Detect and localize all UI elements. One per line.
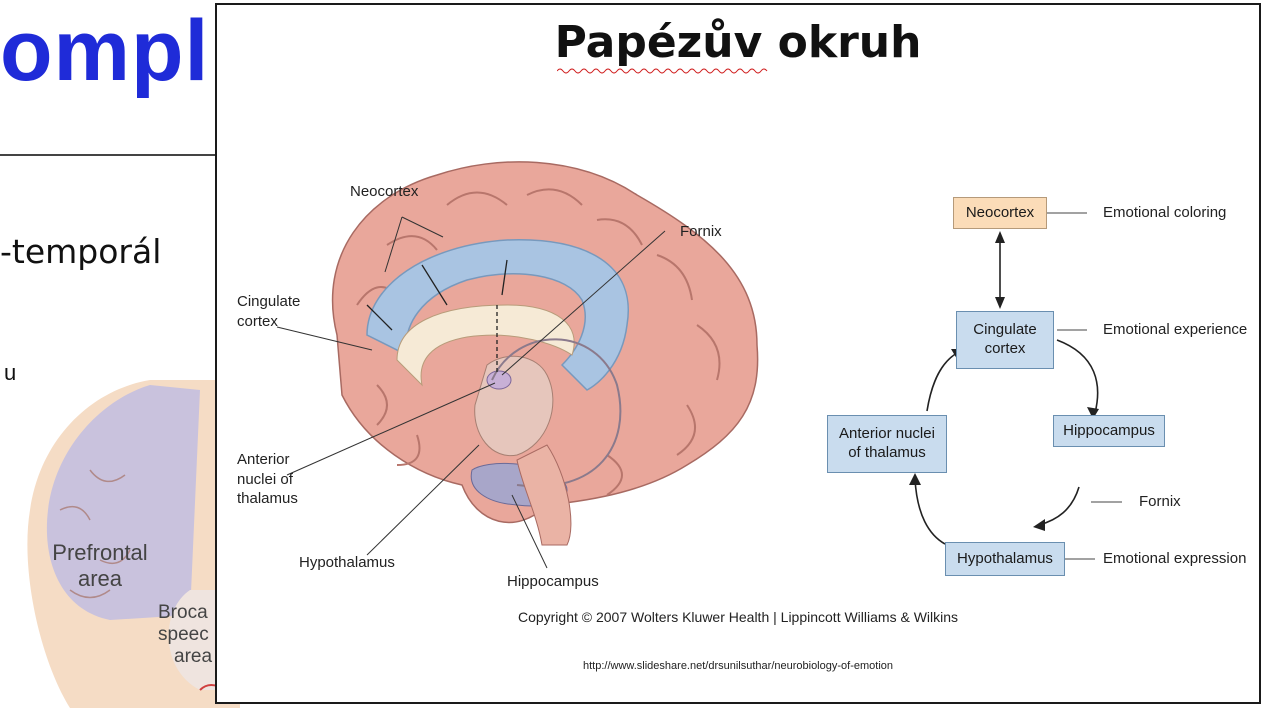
brain-label-neocortex: Neocortex: [350, 182, 418, 202]
label-emotional-expression: Emotional expression: [1103, 550, 1246, 567]
source-url: http://www.slideshare.net/drsunilsuthar/…: [217, 660, 1259, 672]
background-slide-subtitle: -temporál: [0, 232, 161, 271]
circuit-box-hypothalamus: Hypothalamus: [945, 542, 1065, 576]
brain-label-anterior-nuclei: Anterior nuclei of thalamus: [237, 450, 298, 509]
title-divider: [0, 154, 230, 156]
circuit-box-neocortex: Neocortex: [953, 197, 1047, 229]
brain-label-hippocampus: Hippocampus: [507, 572, 599, 592]
circuit-box-cingulate-cortex: Cingulate cortex: [956, 311, 1054, 369]
background-slide-title: ompl: [0, 8, 209, 94]
label-emotional-experience: Emotional experience: [1103, 321, 1247, 338]
brain-illustration: [217, 5, 1261, 704]
circuit-box-anterior-nuclei: Anterior nuclei of thalamus: [827, 415, 947, 473]
circuit-box-hippocampus: Hippocampus: [1053, 415, 1165, 447]
label-emotional-coloring: Emotional coloring: [1103, 204, 1226, 221]
brain-label-cingulate-cortex: Cingulate cortex: [237, 292, 300, 331]
brain-label-fornix: Fornix: [680, 222, 722, 242]
prefrontal-area-label: Prefrontal area: [40, 540, 160, 592]
brain-label-hypothalamus: Hypothalamus: [299, 553, 395, 573]
papez-circuit-panel: Papézův okruh: [215, 3, 1261, 704]
copyright-text: Copyright © 2007 Wolters Kluwer Health |…: [217, 609, 1259, 625]
label-fornix: Fornix: [1139, 493, 1181, 510]
